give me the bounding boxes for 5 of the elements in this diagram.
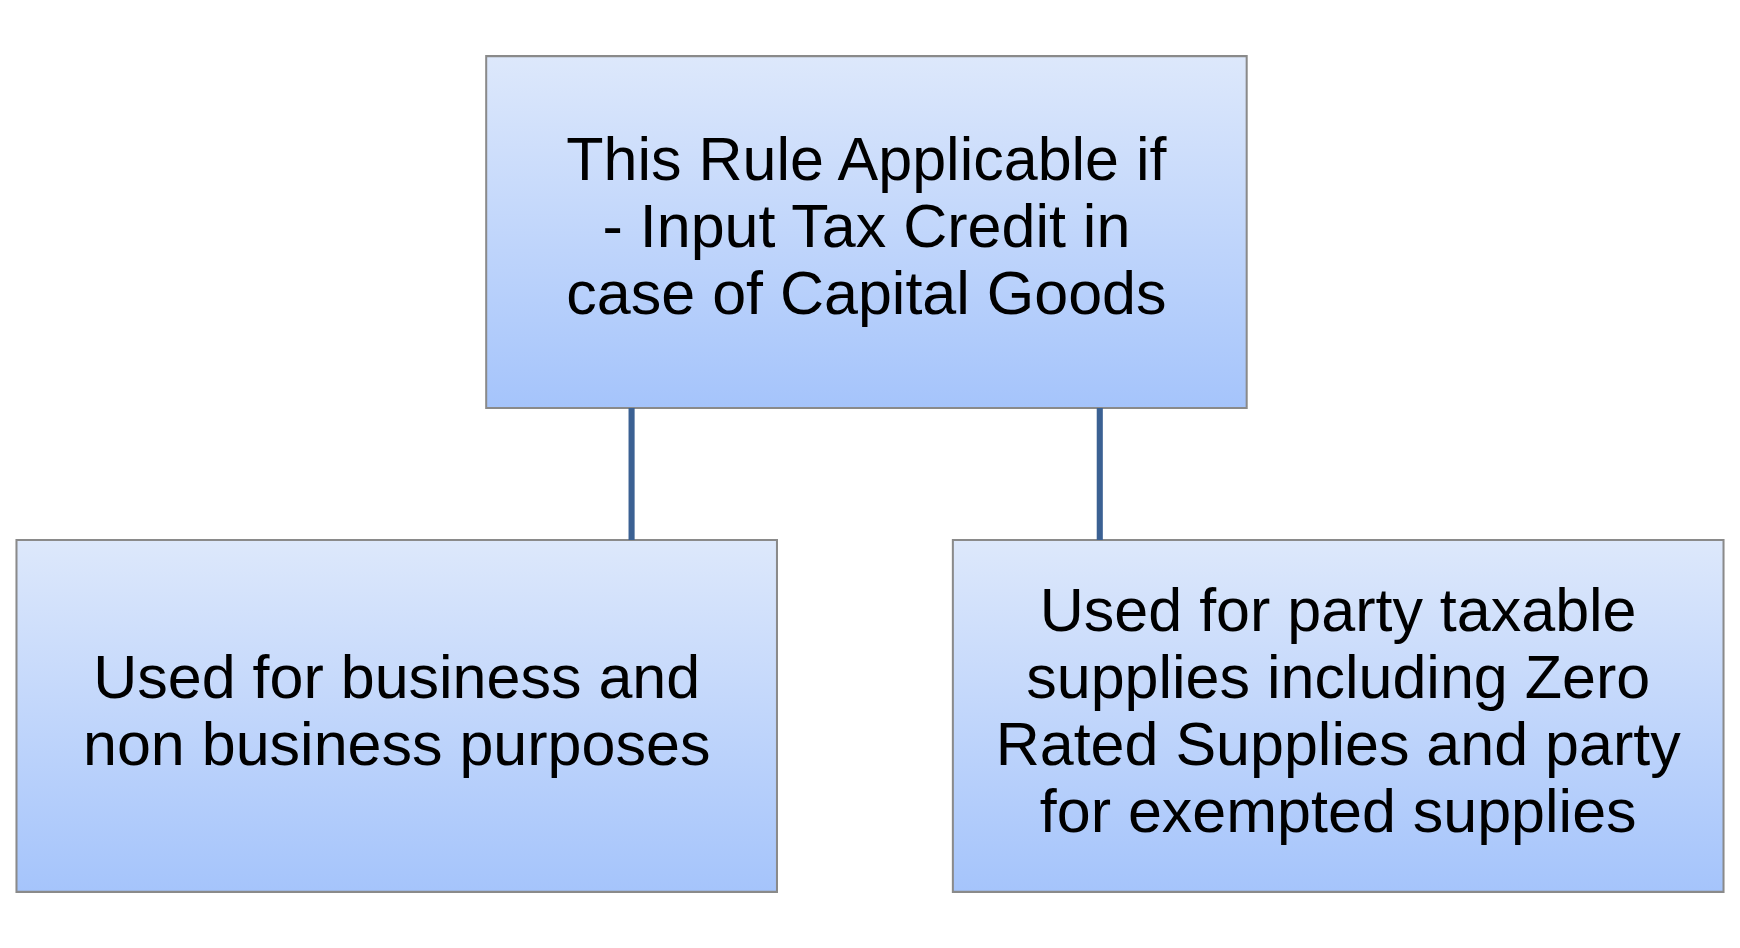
connector: [1096, 408, 1103, 540]
connector: [628, 408, 635, 540]
node-box: This Rule Applicable if - Input Tax Credit in case of Capital Goods: [485, 55, 1248, 409]
node-box: Used for business and non business purposes: [15, 539, 778, 893]
node-box: Used for party taxable supplies including Zero Rated Supplies and party for exempted supplies: [951, 539, 1725, 893]
